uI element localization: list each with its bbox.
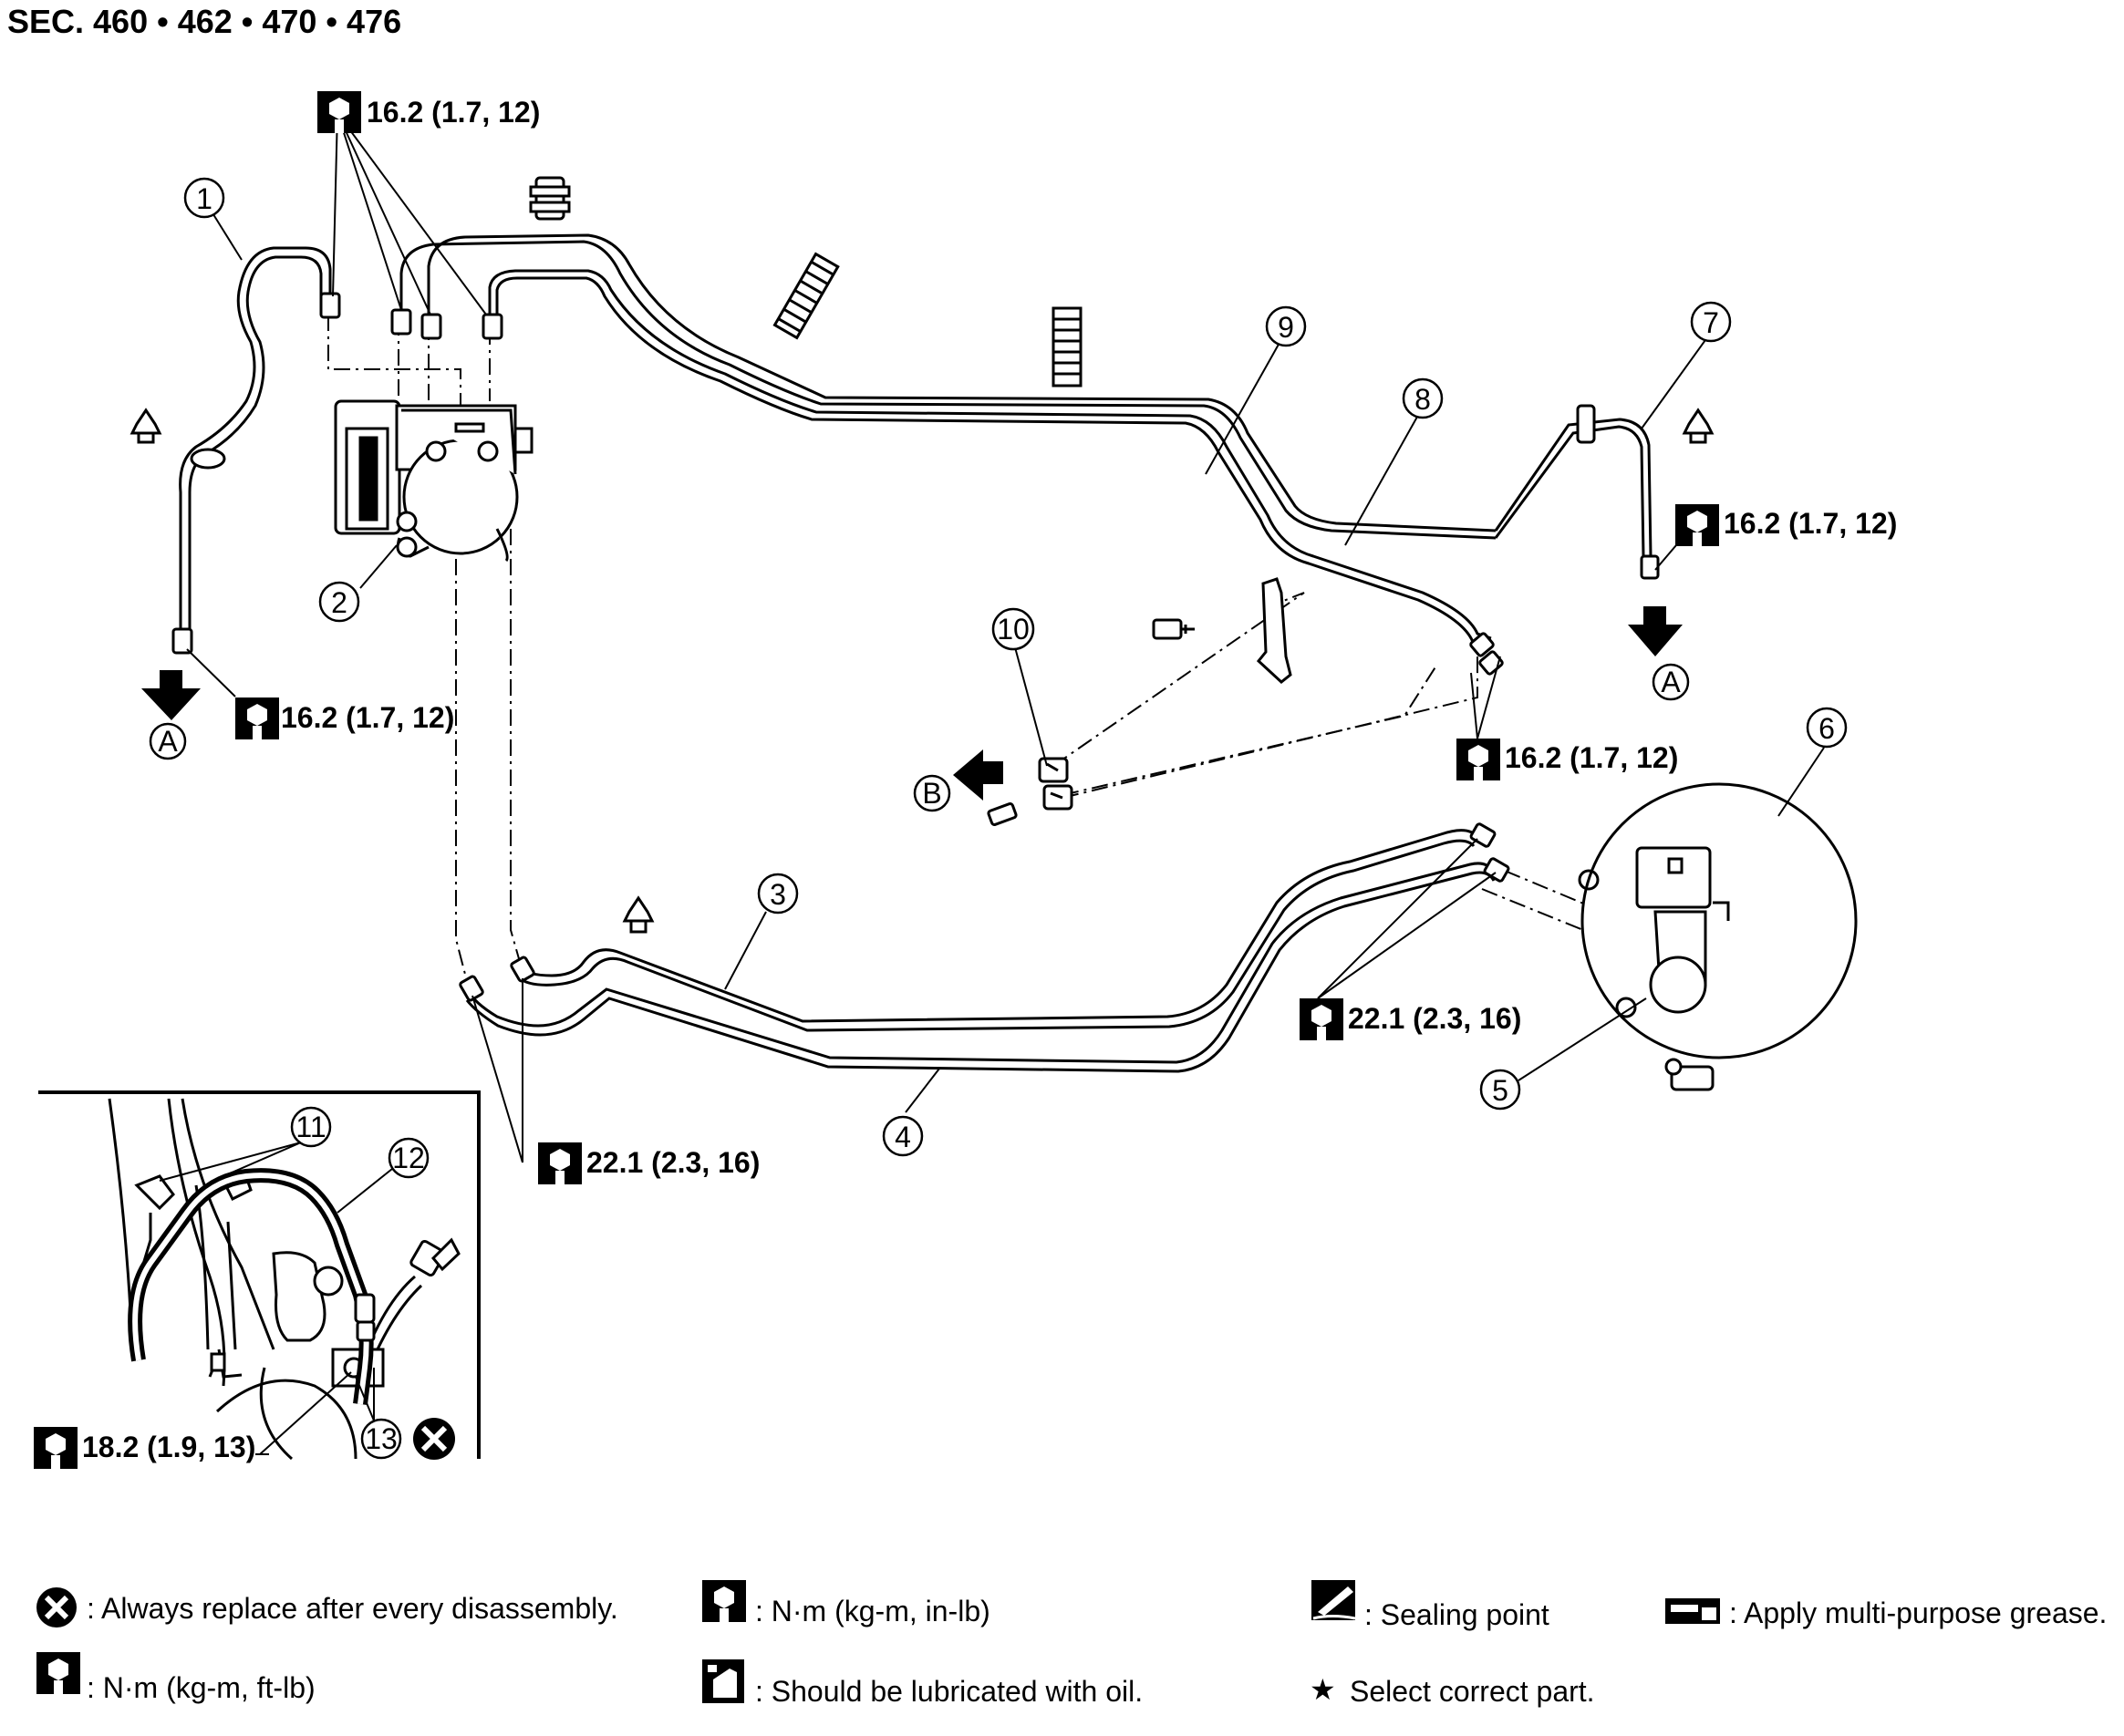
callout-6: 6 bbox=[1818, 712, 1835, 745]
abs-actuator bbox=[334, 399, 534, 563]
torque-right-upper: 16.2 (1.7, 12) bbox=[1724, 507, 1897, 540]
callout-3: 3 bbox=[770, 878, 786, 911]
legend-torque-inlb-icon bbox=[702, 1580, 746, 1622]
view-marker-a-right: A bbox=[1661, 666, 1681, 698]
arrows bbox=[141, 606, 1683, 801]
callout-11: 11 bbox=[295, 1111, 326, 1143]
callout-4: 4 bbox=[895, 1121, 911, 1153]
torque-labels: 16.2 (1.7, 12) 16.2 (1.7, 12) 16.2 (1.7,… bbox=[235, 91, 1897, 1184]
legend-select-text: Select correct part. bbox=[1350, 1675, 1595, 1708]
brake-booster bbox=[1578, 782, 1858, 1091]
callout-labels: 1 2 3 4 5 6 7 8 9 10 A A B bbox=[158, 182, 1835, 1153]
oil-can-icon bbox=[702, 1659, 744, 1703]
legend-sealing-text: : Sealing point bbox=[1364, 1598, 1549, 1631]
callout-12: 12 bbox=[392, 1142, 425, 1174]
section-label: SEC. 460 • 462 • 470 • 476 bbox=[7, 3, 401, 40]
torque-lower-joints: 22.1 (2.3, 16) bbox=[586, 1146, 760, 1179]
callout-2: 2 bbox=[331, 586, 347, 619]
view-marker-a-left: A bbox=[158, 725, 178, 758]
view-marker-b: B bbox=[922, 777, 941, 810]
legend-oil-text: : Should be lubricated with oil. bbox=[755, 1675, 1143, 1708]
legend-nm-inlb-text: : N·m (kg-m, in-lb) bbox=[755, 1595, 990, 1628]
torque-junction: 16.2 (1.7, 12) bbox=[1505, 741, 1678, 774]
callout-9: 9 bbox=[1278, 311, 1294, 344]
legend-replace-icon bbox=[36, 1587, 77, 1628]
sealing-point-icon bbox=[1311, 1580, 1356, 1620]
replace-x-icon bbox=[413, 1418, 455, 1460]
legend: : Always replace after every disassembly… bbox=[36, 1580, 2107, 1708]
callout-8: 8 bbox=[1414, 383, 1431, 416]
inset-detail: 11 12 13 18.2 (1.9, 13) bbox=[34, 1090, 481, 1469]
grease-icon bbox=[1665, 1598, 1720, 1624]
star-icon: ★ bbox=[1310, 1673, 1336, 1706]
callout-1: 1 bbox=[196, 182, 212, 215]
clips bbox=[130, 176, 1715, 934]
torque-left-lower: 16.2 (1.7, 12) bbox=[281, 701, 454, 734]
callout-5: 5 bbox=[1492, 1074, 1508, 1107]
brake-tubes bbox=[179, 233, 1653, 1073]
legend-replace-text: : Always replace after every disassembly… bbox=[87, 1592, 618, 1625]
bracket bbox=[987, 577, 1292, 826]
callout-circles bbox=[149, 177, 1848, 1157]
legend-grease-text: : Apply multi-purpose grease. bbox=[1729, 1596, 2107, 1629]
callout-7: 7 bbox=[1703, 306, 1719, 339]
callout-13: 13 bbox=[365, 1422, 398, 1455]
leader-lines bbox=[186, 112, 1825, 1163]
torque-inset-bolt: 18.2 (1.9, 13) bbox=[82, 1431, 255, 1463]
torque-master-cyl: 22.1 (2.3, 16) bbox=[1348, 1002, 1521, 1035]
legend-nm-ftlb-text: : N·m (kg-m, ft-lb) bbox=[87, 1671, 316, 1704]
callout-10: 10 bbox=[997, 613, 1030, 646]
torque-manifold-top: 16.2 (1.7, 12) bbox=[367, 96, 540, 129]
